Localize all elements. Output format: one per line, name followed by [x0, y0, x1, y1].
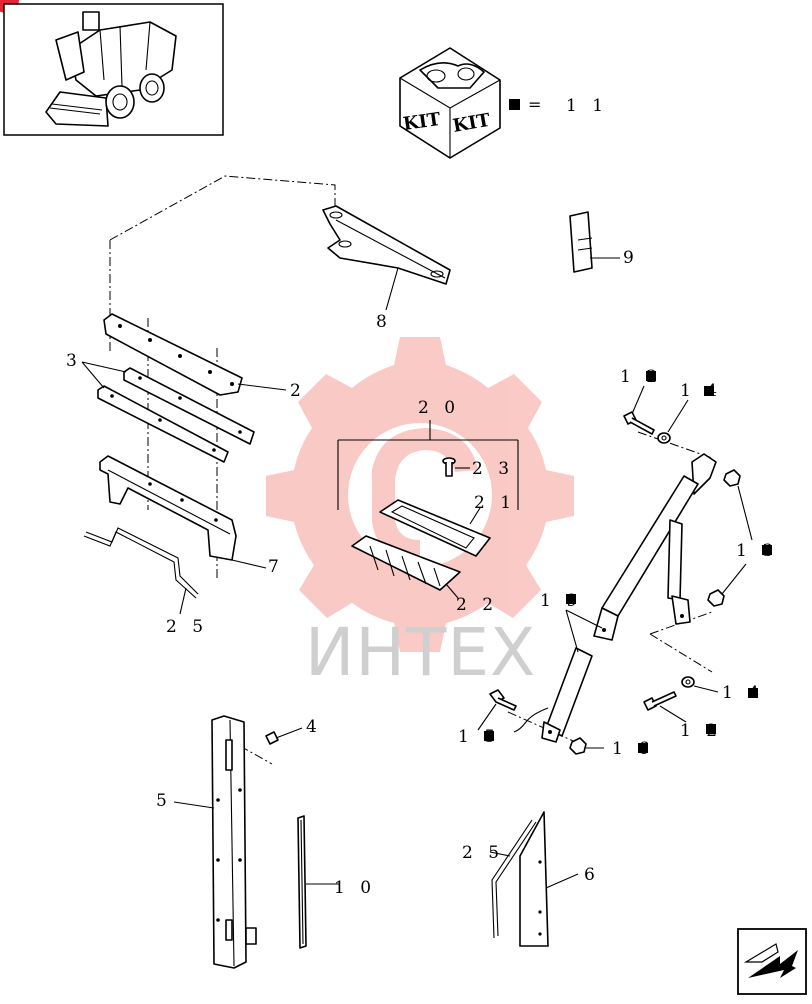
part-5-post[interactable] — [211, 715, 257, 969]
leader-line — [565, 609, 603, 653]
callout-9: 9 — [623, 248, 639, 268]
part-8-support-bracket[interactable] — [322, 205, 451, 285]
kit-marker — [484, 731, 494, 741]
leader-line — [667, 399, 689, 433]
kit-marker — [762, 545, 772, 555]
part-14-washer-bottom[interactable] — [681, 676, 695, 688]
page-arrow-icon[interactable] — [737, 928, 807, 995]
black-square-icon — [509, 99, 520, 110]
part-23-screw[interactable] — [442, 457, 456, 477]
watermark-gear-logo — [266, 337, 574, 652]
part-15-bolt[interactable] — [489, 689, 517, 711]
callout-5: 5 — [156, 791, 172, 811]
leader-line — [659, 705, 687, 723]
part-13-nut-top[interactable] — [723, 469, 741, 487]
leader-line — [631, 385, 645, 415]
callout-20: 2 0 — [418, 398, 460, 418]
kit-box-icon: KIT KIT — [399, 47, 501, 159]
part-16-nut[interactable] — [569, 737, 587, 755]
kit-marker — [706, 724, 716, 734]
leader-line — [179, 587, 187, 615]
assembly-line — [637, 431, 713, 459]
part-12-bolt-top[interactable] — [623, 411, 655, 435]
part-9-clip[interactable] — [569, 211, 593, 273]
kit-number: 1 1 — [566, 96, 608, 116]
leader-line — [385, 267, 399, 311]
part-22-tread-plate[interactable] — [351, 535, 461, 591]
part-7-channel[interactable] — [99, 455, 237, 561]
callout-22: 2 2 — [456, 595, 498, 615]
machine-thumbnail[interactable] — [3, 3, 224, 136]
part-3-rails[interactable] — [97, 367, 255, 463]
skid-steer-loader-icon — [45, 11, 177, 127]
leader-line — [275, 727, 303, 739]
leader-line — [489, 851, 511, 857]
leader-line — [173, 801, 215, 809]
assembly-line — [239, 745, 273, 765]
leader-line — [693, 685, 719, 693]
callout-7: 7 — [268, 557, 284, 577]
leader-line — [545, 873, 579, 889]
part-14-washer-top[interactable] — [657, 432, 671, 444]
callout-23: 2 3 — [472, 459, 514, 479]
part-13-nut-bottom[interactable] — [707, 589, 725, 607]
kit-marker — [704, 386, 714, 396]
leader-line — [237, 383, 287, 391]
leader-line — [477, 703, 497, 731]
kit-marker — [748, 688, 758, 698]
kit-marker — [646, 371, 656, 381]
callout-25-right: 2 5 — [462, 843, 504, 863]
part-10-seal-strip[interactable] — [297, 815, 307, 949]
callout-3: 3 — [66, 351, 82, 371]
leader-line — [231, 559, 267, 569]
kit-label-left: KIT — [402, 109, 443, 135]
part-25-wire-right[interactable] — [491, 819, 537, 939]
group-bracket — [337, 420, 519, 510]
part-4-rivet[interactable] — [265, 731, 279, 745]
callout-6: 6 — [584, 865, 600, 885]
callout-14-top: 1 4 — [680, 381, 722, 401]
callout-2: 2 — [290, 381, 306, 401]
part-2-plate[interactable] — [103, 313, 243, 396]
callout-21: 2 1 — [474, 493, 516, 513]
leader-line — [469, 507, 481, 525]
callout-4: 4 — [306, 717, 322, 737]
leader-line — [81, 361, 127, 389]
leader-line — [445, 583, 459, 599]
part-21-gasket[interactable] — [379, 499, 491, 557]
assembly-line — [649, 611, 713, 673]
watermark-text: ИНТЕХ — [305, 614, 536, 691]
kit-marker — [638, 743, 648, 753]
part-25-wire[interactable] — [83, 527, 199, 599]
assembly-line — [109, 175, 336, 241]
part-19-strut-assembly[interactable] — [513, 453, 717, 743]
callout-10: 1 0 — [334, 878, 376, 898]
leader-line — [721, 485, 753, 595]
callout-8: 8 — [376, 312, 392, 332]
kit-marker — [566, 594, 576, 604]
kit-equals: = — [528, 95, 541, 114]
part-6-corner-panel[interactable] — [519, 811, 549, 947]
callout-25-left: 2 5 — [166, 617, 208, 637]
part-12-bolt-bottom[interactable] — [643, 691, 677, 711]
